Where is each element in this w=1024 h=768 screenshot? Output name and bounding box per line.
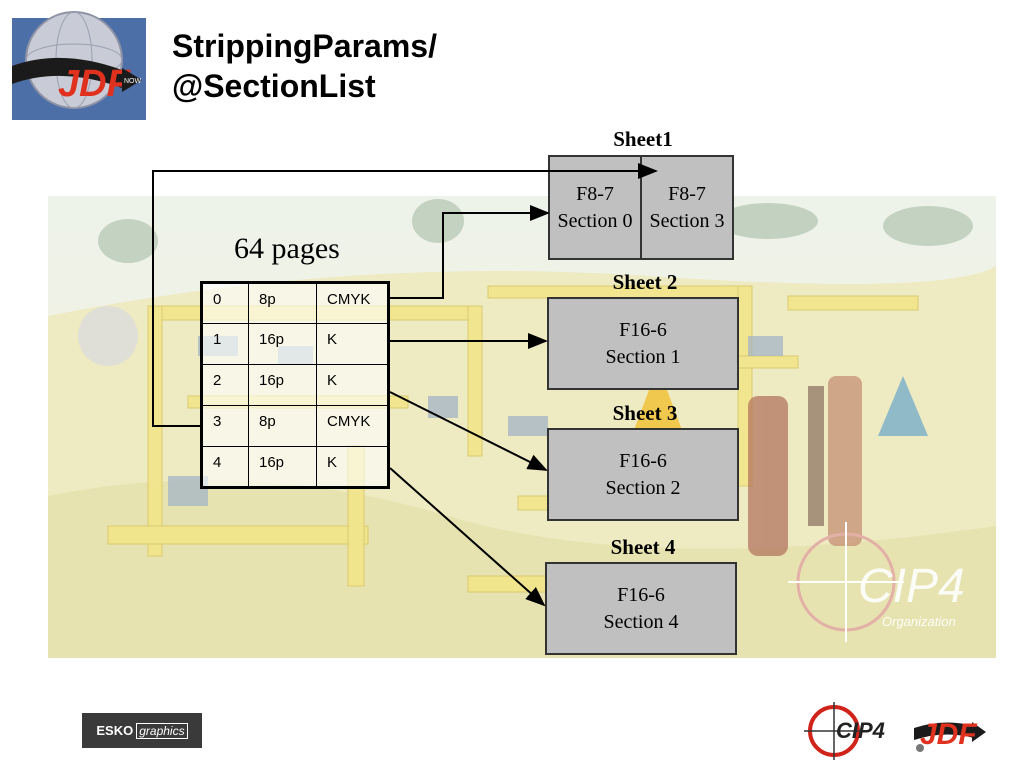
jdf-now-badge: NOW xyxy=(124,78,142,85)
sheet2-section: Section 1 xyxy=(605,345,681,368)
cip4-watermark-text: CIP4 xyxy=(858,560,965,613)
esko-graphics-logo: ESKO graphics xyxy=(82,713,202,748)
cip4-logo-icon: CIP4 xyxy=(804,702,885,760)
sheet3-section: Section 2 xyxy=(605,476,681,499)
sheet4-box: F16-6 Section 4 xyxy=(545,562,737,655)
color-cell: CMYK xyxy=(316,282,389,324)
page-count-cell: 8p xyxy=(248,405,317,447)
page-count-cell: 8p xyxy=(248,282,317,324)
sheet1-box: F8-7 Section 0 F8-7 Section 3 xyxy=(548,155,734,260)
sheet1-cell1-layout: F8-7 xyxy=(668,182,706,205)
sheet1-cell0-section: Section 0 xyxy=(557,209,633,232)
section-index-cell: 0 xyxy=(201,282,249,324)
esko-logo-text: ESKO xyxy=(96,723,134,738)
page-count-cell: 16p xyxy=(248,446,317,488)
jdf-globe-icon: JDF NOW xyxy=(12,11,146,120)
cip4-watermark: CIP4 Organization xyxy=(788,512,988,642)
jdf-logo-icon: JDF xyxy=(914,718,986,752)
jdf-logo-top-left: JDF NOW xyxy=(12,8,146,120)
sheet4-section: Section 4 xyxy=(603,610,679,633)
color-cell: K xyxy=(316,446,389,488)
cip4-watermark-icon: CIP4 Organization xyxy=(788,522,965,642)
sheet1-title: Sheet1 xyxy=(613,127,673,151)
sheet4-layout: F16-6 xyxy=(617,583,665,606)
esko-logo-sub: graphics xyxy=(136,722,188,739)
pages-count-label: 64 pages xyxy=(234,232,340,265)
sheet3-title: Sheet 3 xyxy=(612,401,678,425)
sheet1-cell-section0: F8-7 Section 0 xyxy=(550,157,640,258)
cip4-watermark-sub: Organization xyxy=(882,614,956,629)
sheet3-box: F16-6 Section 2 xyxy=(547,428,739,521)
sheet1-cell-section3: F8-7 Section 3 xyxy=(640,157,732,258)
color-cell: K xyxy=(316,364,389,406)
sheet2-box: F16-6 Section 1 xyxy=(547,297,739,390)
cip4-logo-text: CIP4 xyxy=(836,718,885,743)
sheet1-cell1-section: Section 3 xyxy=(649,209,725,232)
jdf-logo-text: JDF xyxy=(58,63,132,105)
section-index-cell: 1 xyxy=(201,323,249,365)
page-title: StrippingParams/ @SectionList xyxy=(172,26,437,106)
section-index-cell: 4 xyxy=(201,446,249,488)
jdf-logo-bottom: JDF xyxy=(914,708,988,756)
page-count-cell: 16p xyxy=(248,364,317,406)
page-title-line2: @SectionList xyxy=(172,68,376,104)
color-cell: K xyxy=(316,323,389,365)
sheet2-title: Sheet 2 xyxy=(612,270,678,294)
sheet2-layout: F16-6 xyxy=(619,318,667,341)
cip4-logo-bottom: CIP4 xyxy=(800,702,892,760)
section-index-cell: 2 xyxy=(201,364,249,406)
jdf-logo-bottom-text: JDF xyxy=(920,718,977,751)
page-count-cell: 16p xyxy=(248,323,317,365)
color-cell: CMYK xyxy=(316,405,389,447)
page-title-line1: StrippingParams/ xyxy=(172,28,437,64)
sheet4-title: Sheet 4 xyxy=(610,535,676,559)
sheet1-cell0-layout: F8-7 xyxy=(576,182,614,205)
section-index-cell: 3 xyxy=(201,405,249,447)
sheet3-layout: F16-6 xyxy=(619,449,667,472)
